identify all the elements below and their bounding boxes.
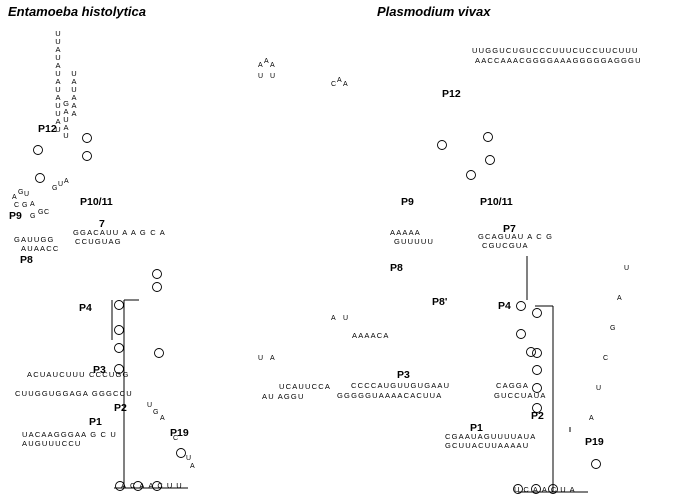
svg-text:C: C xyxy=(44,209,49,216)
svg-text:C: C xyxy=(603,355,608,362)
svg-text:A: A xyxy=(64,178,69,185)
svg-text:U: U xyxy=(343,315,348,322)
label-p9-left: P9 xyxy=(9,210,22,222)
label-p1-right: P1 xyxy=(470,422,483,434)
p12-loop-right-strand: UAUAAA xyxy=(71,69,77,118)
svg-text:U: U xyxy=(258,355,263,362)
svg-text:A: A xyxy=(331,315,336,322)
svg-text:A: A xyxy=(12,194,17,201)
p7-sequence-row: GGACAUU A A G C A xyxy=(73,228,166,237)
svg-text:A: A xyxy=(343,81,348,88)
svg-text:A: A xyxy=(270,355,275,362)
svg-text:A: A xyxy=(30,201,35,208)
svg-text:A: A xyxy=(258,62,263,69)
svg-text:U: U xyxy=(624,265,629,272)
label-p2-right: P2 xyxy=(531,410,544,422)
label-p12-left: P12 xyxy=(38,123,57,135)
svg-text:A: A xyxy=(190,463,195,470)
svg-text:G: G xyxy=(22,202,27,209)
bottom-terminal-row-right: UCAACUA xyxy=(514,485,579,494)
svg-text:A: A xyxy=(589,415,594,422)
p7-row-sequence-2: CGUCGUA xyxy=(482,241,529,250)
p12-loop-left-strand: UUAUAUAUAUUAU xyxy=(55,29,61,134)
svg-text:A: A xyxy=(617,295,622,302)
p3-bottom-strand: CUUGGUGGAGA GGGCCU xyxy=(15,389,133,398)
p3-right-strand: CAGGA xyxy=(496,381,530,390)
label-p3-right: P3 xyxy=(397,369,410,381)
p3-top-strand: ACUAUCUUU CCCUGG xyxy=(27,370,130,379)
svg-text:A: A xyxy=(337,77,342,84)
svg-text:A: A xyxy=(270,62,275,69)
label-p4-left: P4 xyxy=(79,302,92,314)
aaaaca-sequence: AAAACA xyxy=(352,331,390,340)
svg-text:C: C xyxy=(173,435,178,442)
right-circled-nucleotides xyxy=(437,132,601,494)
label-p19-left: P19 xyxy=(170,427,189,439)
label-p8-left: P8 xyxy=(20,254,33,266)
p8-bottom-strand: AUAACC xyxy=(21,244,60,253)
p8-top-strand: GAUUGG xyxy=(14,235,55,244)
top-row-sequence: UUGGUCUGUCCCUUUCUCCUUCUUU xyxy=(472,46,639,55)
label-p12-right: P12 xyxy=(442,88,461,100)
svg-text:A: A xyxy=(264,58,269,65)
svg-text:C: C xyxy=(331,81,336,88)
right-title: Plasmodium vivax xyxy=(377,4,491,19)
svg-text:G: G xyxy=(52,185,57,192)
left-circled-nucleotides xyxy=(33,133,186,491)
p7-bottom-strand: CCUGUAG xyxy=(75,237,122,246)
label-p7-right: P7 xyxy=(503,223,516,235)
svg-text:A: A xyxy=(160,415,165,422)
p3-top-strand-right: CCCCAUGUUGUGAAU xyxy=(351,381,451,390)
label-p9-right: P9 xyxy=(401,196,414,208)
top-row-sequence-2: AACCAAACGGGGAAAGGGGGAGGGU xyxy=(475,56,642,65)
left-title: Entamoeba histolytica xyxy=(8,4,146,19)
label-p10-11-right: P10/11 xyxy=(480,196,513,208)
svg-text:U: U xyxy=(147,402,152,409)
bottom-terminal-row: ACAACUU xyxy=(121,481,186,490)
p1-top-strand: UACAAGGGAA G C U xyxy=(22,430,118,439)
label-p3-left: P3 xyxy=(93,364,106,376)
p3-right-strand-2: GUCCUAUA xyxy=(494,391,547,400)
p1-bottom-strand: AUGUUUCCU xyxy=(22,439,82,448)
label-7-left: 7 xyxy=(99,218,105,230)
au-aggu-sequence: AU AGGU xyxy=(262,392,305,401)
p12-stem-left: GAUAU xyxy=(63,99,69,140)
svg-text:U: U xyxy=(186,455,191,462)
p1-top-strand-right: CGAAUAGUUUUAUA xyxy=(445,432,537,441)
p7-row-sequence: GCAGUAU A C G xyxy=(478,232,554,241)
label-p4-right: P4 xyxy=(498,300,511,312)
svg-text:U: U xyxy=(24,191,29,198)
label-p10-11-left: P10/11 xyxy=(80,196,113,208)
aaaaa-sequence: AAAAA xyxy=(390,228,422,237)
guuuuu-sequence: GUUUUU xyxy=(394,237,435,246)
p1-bottom-strand-right: GCUUACUUAAAAU xyxy=(445,441,530,450)
svg-text:G: G xyxy=(30,213,35,220)
svg-text:G: G xyxy=(610,325,615,332)
svg-text:U: U xyxy=(596,385,601,392)
p3-bottom-strand-right: GGGGGUAAAACACUUA xyxy=(337,391,443,400)
ucauucca-sequence: UCAUUCCA xyxy=(279,382,332,391)
label-p8-right: P8 xyxy=(390,262,403,274)
svg-text:U: U xyxy=(258,73,263,80)
svg-text:G: G xyxy=(18,189,23,196)
label-p19-right: P19 xyxy=(585,436,604,448)
svg-text:G: G xyxy=(153,409,158,416)
svg-text:G: G xyxy=(38,209,43,216)
label-p1-left: P1 xyxy=(89,416,102,428)
label-p8prime-right: P8' xyxy=(432,296,448,308)
svg-text:U: U xyxy=(58,181,63,188)
svg-text:U: U xyxy=(270,73,275,80)
svg-text:C: C xyxy=(14,202,19,209)
